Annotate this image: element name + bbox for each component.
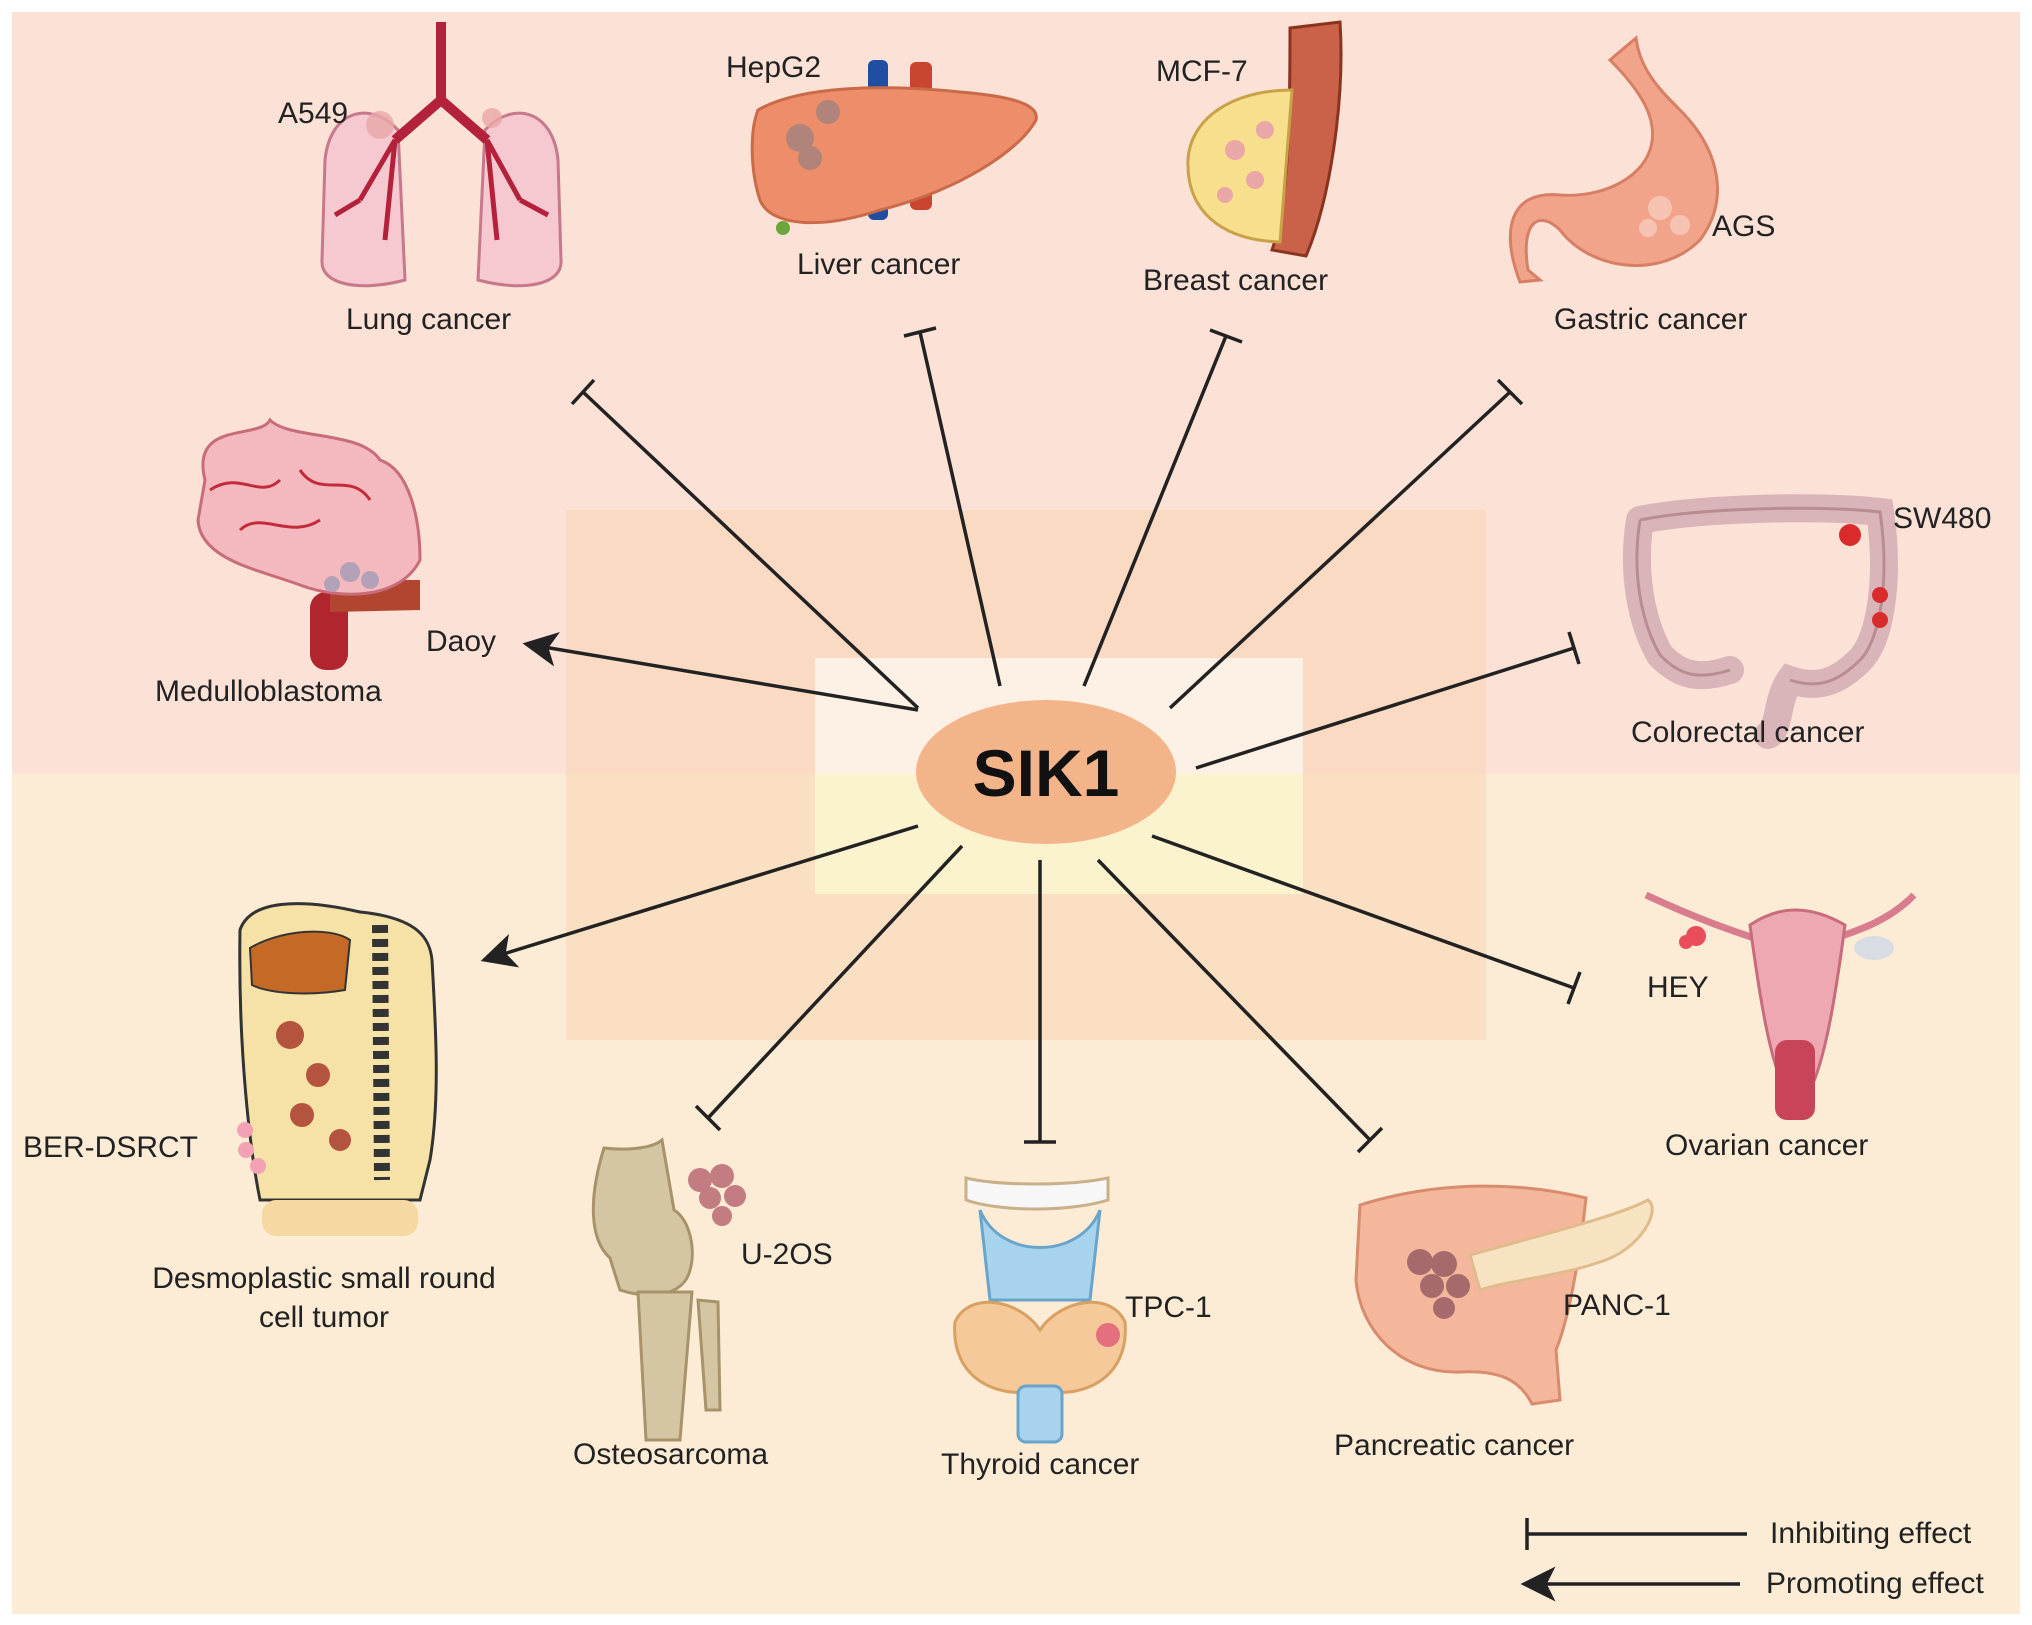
lung-name: Lung cancer xyxy=(346,303,511,336)
arrow-dsrct xyxy=(480,824,919,968)
ovarian-name: Ovarian cancer xyxy=(1665,1129,1868,1162)
pancreatic-name: Pancreatic cancer xyxy=(1334,1429,1574,1462)
ovarian-cell-line: HEY xyxy=(1647,971,1709,1004)
lung-cell-line: A549 xyxy=(278,97,348,130)
line-ovarian xyxy=(1151,834,1575,990)
arrow-medullo xyxy=(522,631,919,712)
line-lung xyxy=(581,390,920,710)
gastric-cell-line: AGS xyxy=(1712,210,1775,243)
organ-colorectal: SW480 Colorectal cancer xyxy=(1622,494,1991,749)
organ-lung: A549 Lung cancer xyxy=(278,22,563,336)
tbar-colorectal xyxy=(1567,631,1581,665)
thyroid-cell-line: TPC-1 xyxy=(1125,1291,1212,1324)
pancreatic-cell-line: PANC-1 xyxy=(1563,1289,1671,1322)
tbar-liver xyxy=(903,326,937,338)
tbar-ovarian xyxy=(1566,971,1582,1005)
colorectal-cell-line: SW480 xyxy=(1893,502,1991,535)
liver-name: Liver cancer xyxy=(797,248,960,281)
organ-medullo: Daoy Medulloblastoma xyxy=(155,417,496,708)
dsrct-name-line1: Desmoplastic small round xyxy=(152,1262,495,1295)
legend: Inhibiting effect Promoting effect xyxy=(1520,1517,1985,1602)
colorectal-name: Colorectal cancer xyxy=(1631,716,1864,749)
organ-liver: HepG2 Liver cancer xyxy=(726,51,1038,281)
stomach-icon xyxy=(1508,35,1719,284)
sik1-label: SIK1 xyxy=(973,736,1120,810)
osteo-cell-line: U-2OS xyxy=(741,1238,833,1271)
tbar-osteo xyxy=(694,1104,722,1132)
liver-icon xyxy=(750,60,1038,235)
organ-breast: MCF-7 Breast cancer xyxy=(1143,20,1343,297)
organ-dsrct: BER-DSRCT Desmoplastic small round cell … xyxy=(23,902,496,1334)
legend-inhibiting-label: Inhibiting effect xyxy=(1770,1517,1972,1550)
line-pancreatic xyxy=(1096,858,1372,1142)
tbar-gastric xyxy=(1496,378,1524,406)
tbar-lung xyxy=(570,378,596,406)
line-breast xyxy=(1082,335,1228,687)
dsrct-name-line2: cell tumor xyxy=(259,1301,389,1334)
brain-icon xyxy=(196,417,422,670)
line-gastric xyxy=(1168,390,1512,710)
organ-pancreatic: PANC-1 Pancreatic cancer xyxy=(1334,1184,1671,1462)
organ-thyroid: TPC-1 Thyroid cancer xyxy=(941,1176,1212,1481)
gastric-name: Gastric cancer xyxy=(1554,303,1747,336)
thyroid-icon xyxy=(953,1176,1127,1444)
organ-osteo: U-2OS Osteosarcoma xyxy=(573,1137,833,1471)
sik1-ellipse xyxy=(916,700,1176,844)
tbar-pancreatic xyxy=(1356,1126,1384,1154)
dsrct-cell-line: BER-DSRCT xyxy=(23,1131,198,1164)
breast-name: Breast cancer xyxy=(1143,264,1328,297)
osteo-name: Osteosarcoma xyxy=(573,1438,768,1471)
medullo-name: Medulloblastoma xyxy=(155,675,382,708)
thyroid-name: Thyroid cancer xyxy=(941,1448,1139,1481)
line-osteo xyxy=(706,844,964,1120)
liver-cell-line: HepG2 xyxy=(726,51,821,84)
breast-icon xyxy=(1186,20,1343,258)
legend-promoting-label: Promoting effect xyxy=(1766,1567,1985,1600)
organ-ovarian: HEY Ovarian cancer xyxy=(1644,891,1917,1162)
breast-cell-line: MCF-7 xyxy=(1156,55,1248,88)
organ-gastric: AGS Gastric cancer xyxy=(1508,35,1775,336)
medullo-cell-line: Daoy xyxy=(426,625,496,658)
knee-bone-icon xyxy=(591,1137,746,1442)
tbar-breast xyxy=(1209,328,1243,344)
abdomen-icon xyxy=(237,902,438,1236)
connection-lines xyxy=(480,326,1582,1154)
colon-icon xyxy=(1622,494,1898,749)
sik1-node: SIK1 xyxy=(916,700,1176,844)
line-colorectal xyxy=(1195,646,1575,770)
legend-inhibiting: Inhibiting effect xyxy=(1525,1517,1972,1550)
legend-promoting: Promoting effect xyxy=(1520,1566,1985,1602)
lung-icon xyxy=(320,22,563,288)
line-liver xyxy=(918,331,1002,687)
uterus-icon xyxy=(1644,891,1917,1120)
pancreas-icon xyxy=(1354,1184,1654,1406)
